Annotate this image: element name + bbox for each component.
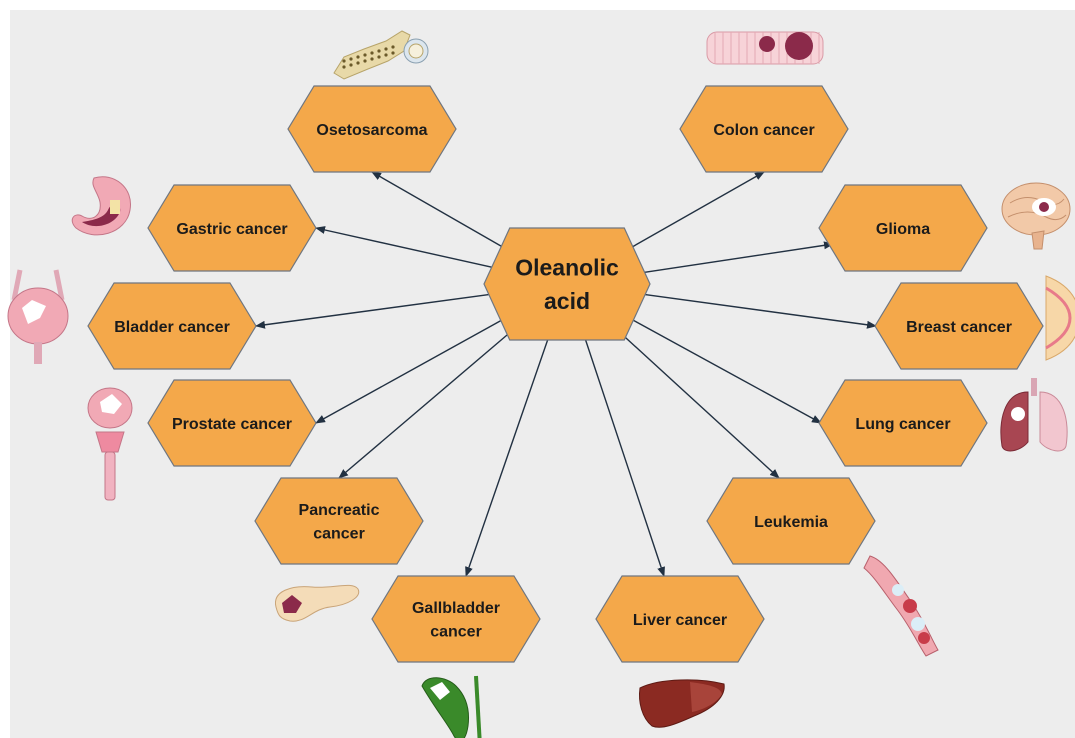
center-hexagon [484,228,650,340]
pancreatic-label: Pancreatic [299,502,380,519]
node-pancreatic: Pancreatic cancer [255,478,423,564]
arrow-to-pancreatic [339,335,507,478]
breast-label: Breast cancer [906,319,1012,336]
lung-label: Lung cancer [855,416,950,433]
hexagon-layer: Oleanolic acid Osetosarcoma Colon cancerGas… [88,86,1043,662]
node-gastric: Gastric cancer [148,185,316,271]
pancreatic-label: cancer [313,525,365,542]
center-node-oleanolic-acid: Oleanolic acid [484,228,650,340]
node-colon: Colon cancer [680,86,848,172]
gastric-label: Gastric cancer [176,221,287,238]
blood-vessel-icon [864,556,938,656]
brain-icon [1002,183,1070,249]
node-bladder: Bladder cancer [88,283,256,369]
bladder-icon [8,270,68,364]
arrow-to-glioma [645,244,833,272]
center-label: Oleanolic [515,255,619,281]
colon-label: Colon cancer [713,122,814,139]
node-leukemia: Leukemia [707,478,875,564]
gallbladder-icon [422,676,480,738]
gallbladder-label: Gallbladder [412,600,500,617]
node-liver: Liver cancer [596,576,764,662]
gallbladder-label: cancer [430,623,482,640]
arrow-to-colon [633,172,764,247]
bladder-label: Bladder cancer [114,319,230,336]
arrow-to-lung [633,320,821,423]
liver-icon [640,680,725,727]
arrow-to-liver [586,340,664,576]
node-prostate: Prostate cancer [148,380,316,466]
prostate-icon [88,388,132,500]
liver-label: Liver cancer [633,612,727,629]
node-breast: Breast cancer [875,283,1043,369]
osteosarcoma-label: Osetosarcoma [316,122,427,139]
pancreatic-hexagon [255,478,423,564]
colon-icon [707,32,823,64]
node-gallbladder: Gallbladder cancer [372,576,540,662]
arrow-to-gastric [316,228,492,267]
node-osteosarcoma: Osetosarcoma [288,86,456,172]
glioma-label: Glioma [876,221,930,238]
arrow-to-bladder [256,295,489,326]
prostate-label: Prostate cancer [172,416,292,433]
arrow-to-prostate [316,321,501,423]
lung-icon [1001,378,1067,451]
arrow-to-gallbladder [466,340,548,576]
center-label: acid [544,288,590,314]
node-lung: Lung cancer [819,380,987,466]
pancreas-icon [275,585,358,621]
stomach-icon [72,177,130,235]
bone-icon [334,31,428,79]
breast-icon [1046,276,1075,360]
gallbladder-hexagon [372,576,540,662]
arrow-to-breast [645,295,876,326]
node-glioma: Glioma [819,185,987,271]
leukemia-label: Leukemia [754,514,828,531]
arrow-to-osteosarcoma [372,172,501,246]
